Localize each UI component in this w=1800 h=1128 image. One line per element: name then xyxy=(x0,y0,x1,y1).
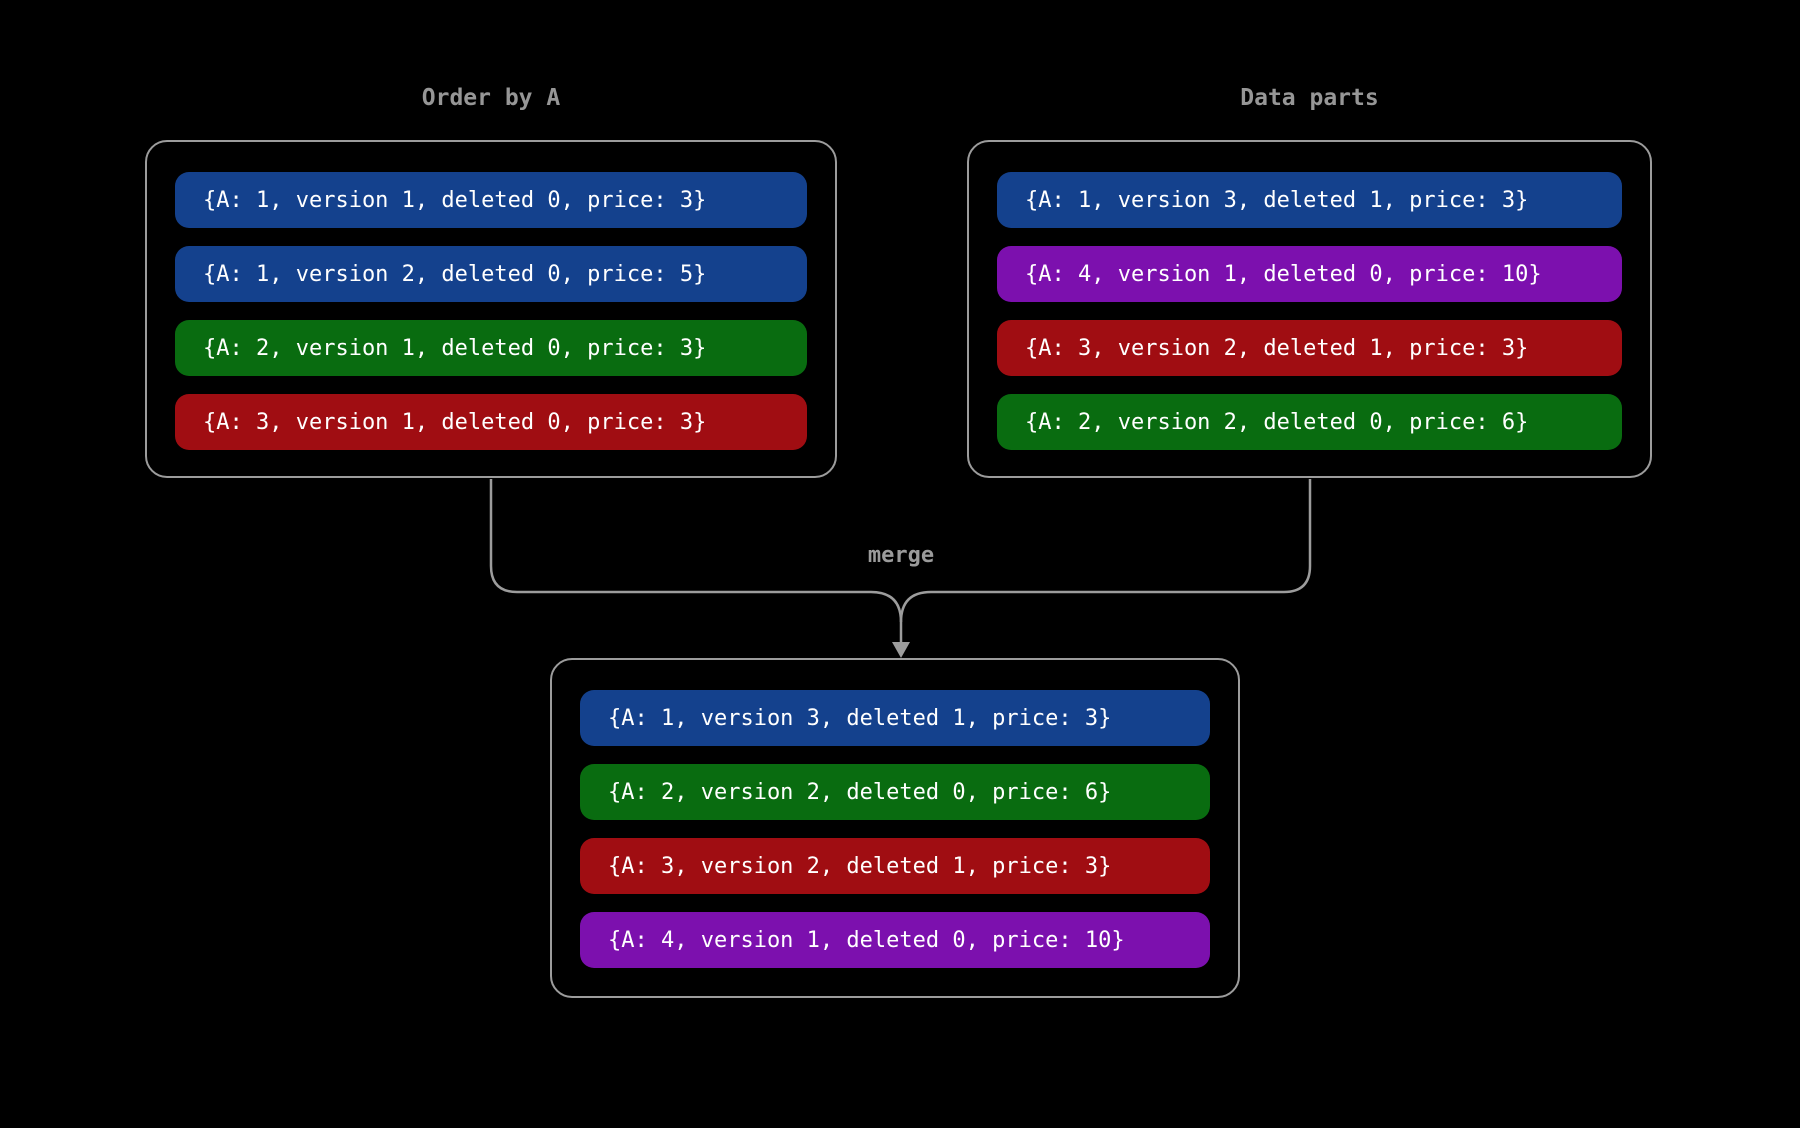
data-part-row: {A: 2, version 2, deleted 0, price: 6} xyxy=(997,394,1622,450)
data-part-row: {A: 4, version 1, deleted 0, price: 10} xyxy=(580,912,1210,968)
data-part-row: {A: 1, version 3, deleted 1, price: 3} xyxy=(997,172,1622,228)
data-part-row: {A: 1, version 1, deleted 0, price: 3} xyxy=(175,172,807,228)
data-parts-title: Data parts xyxy=(1240,85,1379,111)
data-part-row: {A: 2, version 2, deleted 0, price: 6} xyxy=(580,764,1210,820)
data-part-row: {A: 3, version 2, deleted 1, price: 3} xyxy=(580,838,1210,894)
data-part-row: {A: 4, version 1, deleted 0, price: 10} xyxy=(997,246,1622,302)
data-part-row: {A: 1, version 3, deleted 1, price: 3} xyxy=(580,690,1210,746)
merge-label: merge xyxy=(867,543,935,568)
data-part-row: {A: 1, version 2, deleted 0, price: 5} xyxy=(175,246,807,302)
merged-result-panel: {A: 1, version 3, deleted 1, price: 3} {… xyxy=(550,658,1240,998)
order-by-a-title: Order by A xyxy=(421,85,561,111)
data-part-row: {A: 2, version 1, deleted 0, price: 3} xyxy=(175,320,807,376)
data-parts-panel: {A: 1, version 3, deleted 1, price: 3} {… xyxy=(967,140,1652,478)
merge-arrowhead-icon xyxy=(892,642,910,658)
data-part-row: {A: 3, version 2, deleted 1, price: 3} xyxy=(997,320,1622,376)
order-by-a-panel: {A: 1, version 1, deleted 0, price: 3} {… xyxy=(145,140,837,478)
data-part-row: {A: 3, version 1, deleted 0, price: 3} xyxy=(175,394,807,450)
